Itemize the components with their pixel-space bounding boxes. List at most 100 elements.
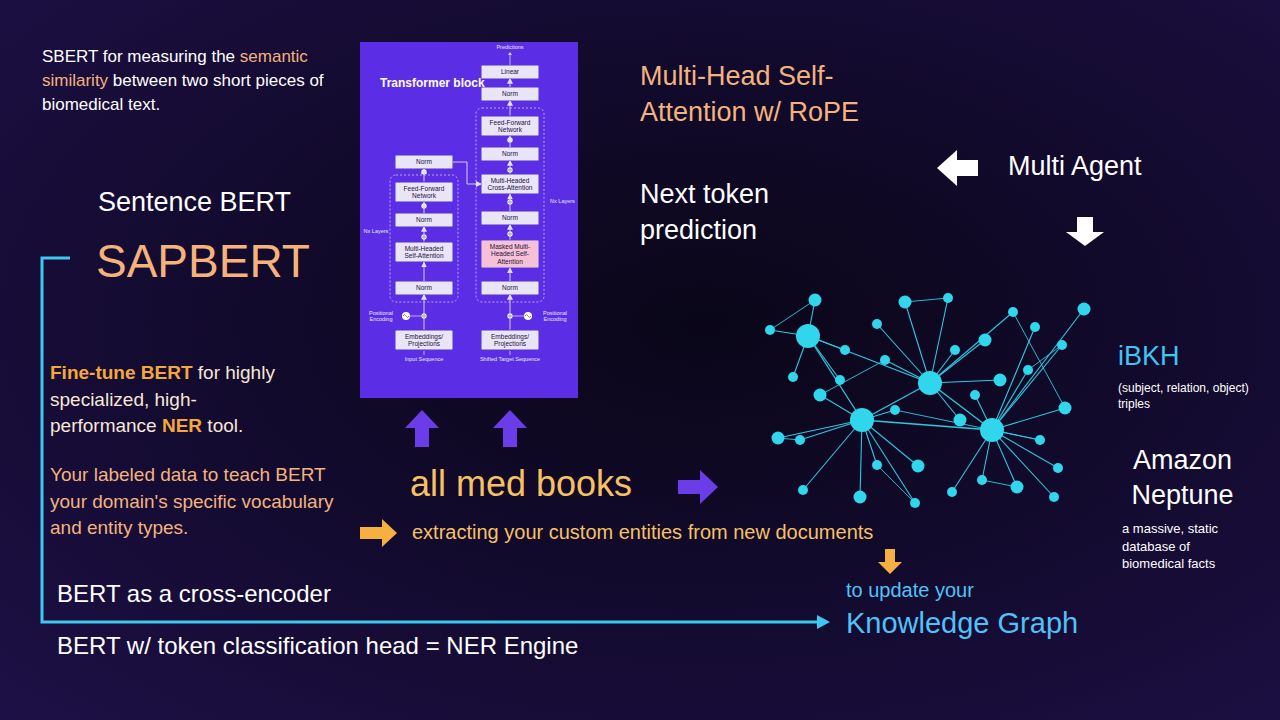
layer-box: Multi-Headed Cross-Attention bbox=[481, 174, 539, 195]
white-arrow bbox=[956, 160, 978, 176]
layer-name: Linear bbox=[501, 68, 519, 75]
positional-link bbox=[410, 316, 421, 317]
graph-dot bbox=[872, 319, 882, 329]
white-arrow bbox=[1077, 217, 1093, 233]
graph-dot bbox=[1035, 435, 1045, 445]
graph-dot bbox=[1049, 492, 1059, 502]
layer-box: Linear bbox=[481, 65, 539, 78]
graph-dot bbox=[1057, 340, 1067, 350]
graph-dot bbox=[795, 435, 805, 445]
purple-arrow bbox=[405, 410, 439, 428]
connector bbox=[510, 161, 511, 174]
layer-name: Norm bbox=[502, 90, 518, 97]
graph-dot bbox=[835, 375, 845, 385]
graph-dot bbox=[947, 487, 957, 497]
masked-attention-box: Masked Multi-Headed Self-Attention bbox=[481, 240, 539, 268]
layer-name: Multi-Headed Cross-Attention bbox=[488, 177, 533, 191]
connector bbox=[453, 162, 481, 184]
layer-region bbox=[390, 175, 458, 302]
orange-arrow bbox=[360, 527, 383, 539]
graph-dot bbox=[798, 485, 808, 495]
graph-dot bbox=[950, 345, 960, 355]
layer-name: Norm bbox=[416, 216, 432, 223]
method-text: BERT w/ token classification head = NER … bbox=[57, 632, 578, 661]
purple-arrow bbox=[700, 470, 718, 504]
layer-box: Embeddings/ Projections bbox=[395, 330, 453, 351]
graph-link bbox=[930, 312, 1013, 383]
graph-dot bbox=[994, 374, 1007, 387]
connector bbox=[510, 136, 511, 147]
white-arrow bbox=[937, 150, 957, 186]
layer-box: Norm bbox=[395, 213, 453, 226]
layer-box: Norm bbox=[481, 87, 539, 100]
highlight-text: NER bbox=[162, 415, 202, 436]
layer-region bbox=[476, 108, 544, 302]
output-arrow bbox=[508, 52, 512, 55]
repeat-label: Nx Layers bbox=[363, 228, 389, 234]
purple-arrow bbox=[678, 480, 701, 494]
transformer-decoration bbox=[360, 42, 578, 398]
model-title: SAPBERT bbox=[96, 234, 310, 289]
graph-dot bbox=[1023, 365, 1033, 375]
graph-link bbox=[877, 465, 915, 503]
graph-dot bbox=[1053, 463, 1063, 473]
graph-dot bbox=[1011, 481, 1024, 494]
connector bbox=[510, 194, 511, 211]
graph-dot bbox=[772, 432, 785, 445]
graph-dot bbox=[1059, 402, 1072, 415]
connector bbox=[510, 268, 511, 281]
graph-link bbox=[905, 302, 930, 383]
layer-box: Feed-Forward Network bbox=[395, 182, 453, 203]
connector bbox=[510, 101, 511, 116]
output-arrow bbox=[510, 54, 511, 66]
note-text: tool. bbox=[207, 415, 243, 436]
layer-box: Norm bbox=[395, 155, 453, 168]
graph-dot bbox=[1078, 303, 1091, 316]
graph-dot bbox=[854, 491, 867, 504]
graph-dot bbox=[788, 372, 798, 382]
technique-text: Multi-Head Self-Attention w/ RoPE bbox=[640, 58, 895, 131]
layer-name: Norm bbox=[416, 284, 432, 291]
graph-link bbox=[992, 345, 1062, 430]
graph-link bbox=[808, 336, 862, 420]
input-arrow bbox=[510, 351, 511, 355]
purple-arrow bbox=[503, 427, 517, 447]
layer-box: Norm bbox=[481, 211, 539, 224]
transformer-panel: Transformer blockNormFeed-Forward Networ… bbox=[360, 42, 578, 398]
positional-symbol bbox=[524, 312, 532, 320]
note-text: Your labeled data to teach BERT your dom… bbox=[50, 462, 350, 542]
graph-hub bbox=[918, 371, 942, 395]
graph-link bbox=[895, 410, 1040, 440]
connector-layer bbox=[360, 42, 578, 398]
graph-dot bbox=[912, 460, 925, 473]
layer-box: Norm bbox=[395, 281, 453, 294]
graph-dot bbox=[1008, 307, 1018, 317]
layer-name: Masked Multi-Headed Self-Attention bbox=[490, 243, 530, 265]
layer-box: Embeddings/ Projections bbox=[481, 330, 539, 351]
layer-name: Embeddings/ Projections bbox=[491, 333, 529, 347]
graph-link bbox=[992, 309, 1084, 430]
db-name: Amazon Neptune bbox=[1110, 443, 1255, 513]
purple-arrow bbox=[415, 427, 429, 447]
connector bbox=[424, 169, 425, 182]
input-arrow bbox=[424, 351, 425, 355]
knowledge-graph bbox=[765, 293, 1091, 508]
highlight-text: Fine-tune BERT bbox=[50, 362, 193, 383]
graph-dot bbox=[890, 405, 900, 415]
layer-box: Feed-Forward Network bbox=[481, 116, 539, 137]
graph-link bbox=[808, 336, 930, 383]
technique-text: Next token prediction bbox=[640, 176, 840, 249]
graph-link bbox=[992, 327, 1035, 430]
positional-symbol bbox=[402, 312, 410, 320]
graph-link bbox=[1013, 312, 1065, 408]
connector bbox=[510, 295, 511, 330]
agent-text: Multi Agent bbox=[1008, 150, 1142, 182]
graph-hub bbox=[850, 408, 874, 432]
model-name: Sentence BERT bbox=[98, 186, 291, 218]
intro-text: SBERT for measuring the bbox=[42, 47, 235, 66]
target-title: Knowledge Graph bbox=[846, 606, 1078, 641]
connector bbox=[424, 227, 425, 242]
orange-arrow bbox=[878, 562, 902, 574]
layer-name: Feed-Forward Network bbox=[404, 185, 445, 199]
